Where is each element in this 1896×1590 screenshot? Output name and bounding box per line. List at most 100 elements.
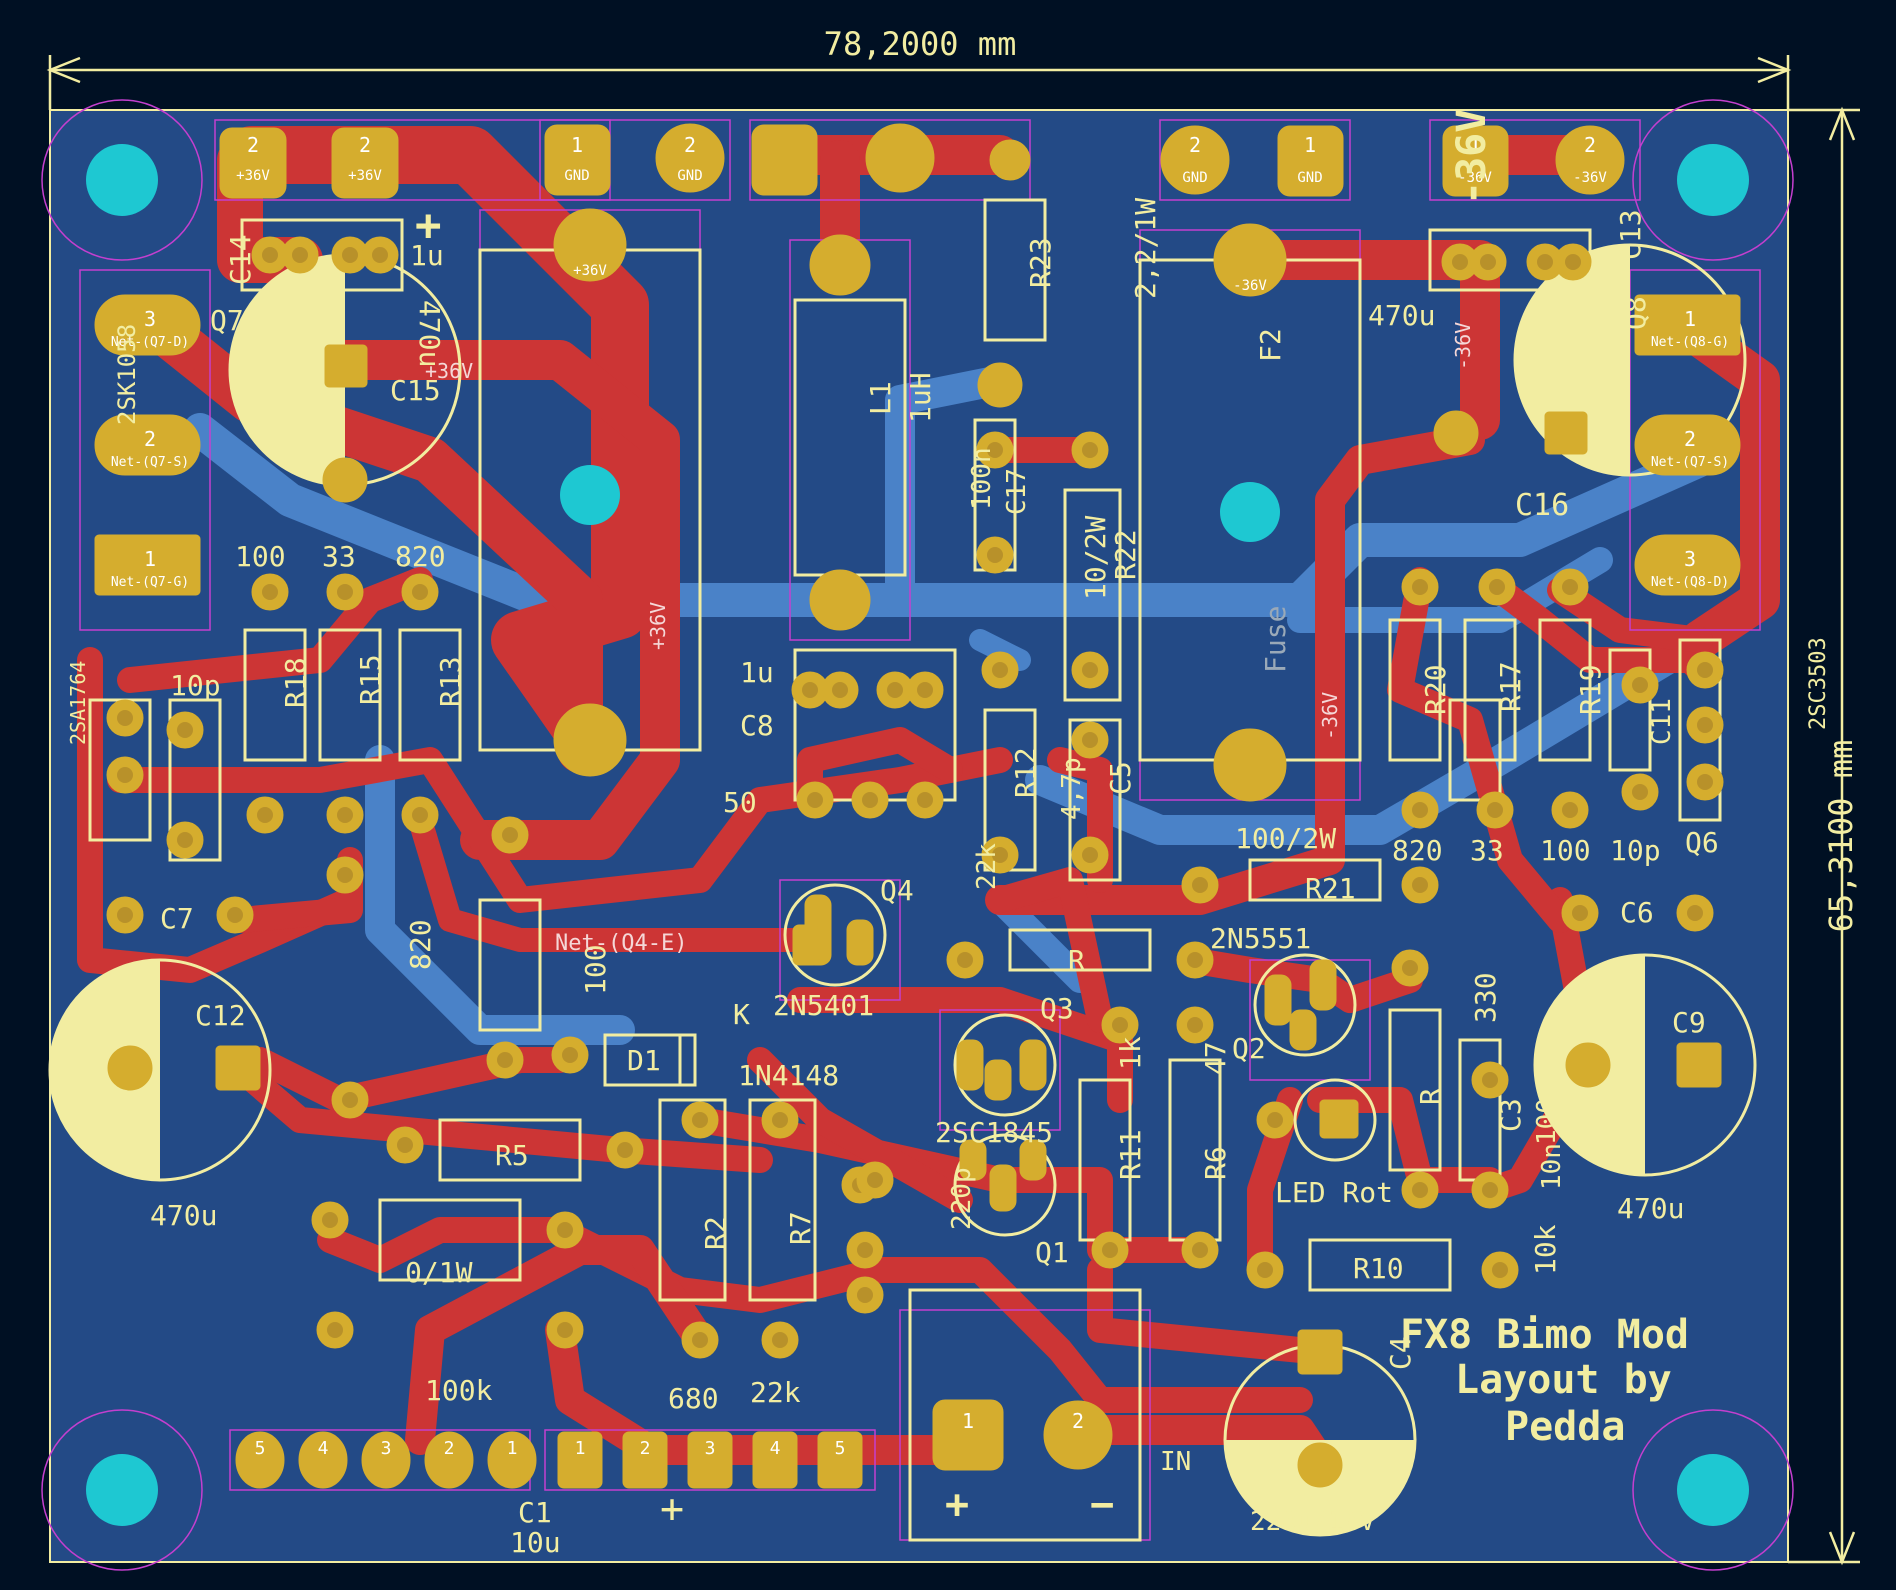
connector-l1-top[interactable]	[751, 123, 1031, 196]
connector-pin[interactable]	[361, 1431, 411, 1489]
connector-pin[interactable]	[817, 1431, 863, 1489]
drill-hole	[342, 1092, 358, 1108]
net-label-q4e: Net-(Q4-E)	[555, 931, 687, 956]
net-label-p36-a: +36V	[425, 359, 473, 383]
mounting-holes	[86, 144, 1749, 1526]
connector-gnd-2[interactable]: 2 GND 1 GND	[1160, 125, 1344, 197]
drill-hole	[227, 907, 243, 923]
connector-minus36v[interactable]: 1 -36V 2 -36V	[1442, 125, 1625, 197]
connector-pin[interactable]	[752, 1431, 798, 1489]
label-r11: R11	[1114, 1129, 1147, 1180]
drill-hole	[862, 792, 878, 808]
drill-hole	[692, 1332, 708, 1348]
connector-input[interactable]: 1 2	[932, 1399, 1113, 1471]
label-q5-part: 2SA1764	[66, 661, 90, 745]
title-line-2: Layout by	[1455, 1357, 1672, 1403]
label-c3-val: 10n	[1537, 1143, 1567, 1190]
drill-hole	[617, 1142, 633, 1158]
label-r12: R12	[1009, 747, 1042, 798]
connector-pin-number: 3	[705, 1438, 716, 1459]
pin-net: -36V	[1458, 170, 1492, 186]
connector-pin[interactable]	[687, 1431, 733, 1489]
label-r0-1w: 0/1W	[405, 1256, 473, 1289]
large-pads[interactable]: +36V -36V	[553, 208, 1287, 802]
label-r820: 820	[404, 919, 437, 970]
drill-hole	[1082, 662, 1098, 678]
pin-number: 2	[1584, 133, 1596, 157]
label-c8: C8	[740, 709, 774, 742]
label-c13: C13	[1614, 209, 1647, 260]
label-c1: C1	[518, 1496, 552, 1529]
label-r20: R20	[1419, 664, 1452, 715]
connector-pin[interactable]	[557, 1431, 603, 1489]
pad-q7d-lower	[553, 703, 627, 777]
electrolytic-pads[interactable]	[107, 344, 1722, 1488]
pin-number: 1	[571, 133, 583, 157]
label-c7: C7	[160, 902, 194, 935]
drill-hole	[1192, 1242, 1208, 1258]
label-q6-part: 2SC3503	[1806, 637, 1831, 730]
drill-hole	[1697, 662, 1713, 678]
connector-gnd-1[interactable]: 1 GND 2 GND	[544, 123, 725, 196]
drill-hole	[1487, 802, 1503, 818]
to92-pads[interactable]	[792, 894, 1359, 1212]
connector-pin[interactable]	[298, 1431, 348, 1489]
connector-pin-number: 2	[444, 1438, 455, 1459]
label-r680: 680	[668, 1382, 719, 1415]
label-c12: C12	[195, 999, 246, 1032]
svg-text:Net-(Q7-D): Net-(Q7-D)	[111, 335, 189, 350]
drill-hole	[177, 722, 193, 738]
svg-text:Net-(Q7-S): Net-(Q7-S)	[111, 455, 189, 470]
label-r330: 330	[1469, 972, 1502, 1023]
drill-hole	[292, 247, 308, 263]
drill-hole	[832, 682, 848, 698]
drill-hole	[917, 792, 933, 808]
drill-hole	[1192, 877, 1208, 893]
drill-hole	[177, 832, 193, 848]
drill-hole	[1187, 952, 1203, 968]
label-big-minus36v: -36V	[1449, 109, 1495, 205]
q7-pads[interactable]: 3 Net-(Q7-D) 2 Net-(Q7-S) 1 Net-(Q7-G)	[94, 294, 201, 596]
drill-hole	[497, 1052, 513, 1068]
small-pads[interactable]	[106, 236, 1724, 1359]
drill-hole	[1082, 732, 1098, 748]
drill-hole	[372, 247, 388, 263]
connector-pin[interactable]	[235, 1431, 285, 1489]
drill-hole	[1402, 960, 1418, 976]
label-in-minus: −	[1090, 1482, 1114, 1528]
drill-hole	[1687, 905, 1703, 921]
drill-hole	[502, 827, 518, 843]
label-q3-part: 2SC1845	[935, 1116, 1053, 1149]
label-c14: C14	[224, 234, 257, 285]
drill-hole	[807, 792, 823, 808]
net-label-m36-b: -36V	[1451, 322, 1475, 370]
connector-pin[interactable]	[487, 1431, 537, 1489]
pin-net: +36V	[236, 168, 270, 184]
label-c13-val: 470u	[1368, 299, 1435, 332]
label-c11: C11	[1647, 698, 1677, 745]
label-q1: Q1	[1035, 1236, 1069, 1269]
q8-pads[interactable]: 1 Net-(Q8-G) 2 Net-(Q7-S) 3 Net-(Q8-D)	[1634, 294, 1741, 596]
label-led: LED Rot	[1275, 1176, 1393, 1209]
pin-number: 1	[1304, 133, 1316, 157]
label-r-q3: R	[1068, 944, 1085, 977]
drill-hole	[337, 867, 353, 883]
label-r12-val: 22k	[972, 843, 1002, 890]
drill-hole	[117, 907, 133, 923]
label-r820b: 820	[1392, 834, 1443, 867]
connector-pin[interactable]	[424, 1431, 474, 1489]
drill-hole	[1537, 254, 1553, 270]
connector-pin[interactable]	[622, 1431, 668, 1489]
connector-pin-number: 4	[318, 1438, 329, 1459]
label-r23: R23	[1024, 237, 1057, 288]
drill-hole	[1412, 802, 1428, 818]
drill-hole	[987, 442, 1003, 458]
label-c4-val: 220u/16V	[1250, 1507, 1375, 1537]
connector-plus36v[interactable]: 2 +36V 2 +36V	[219, 127, 399, 199]
label-r-100: 100	[235, 540, 286, 573]
pin-net: GND	[1297, 170, 1322, 186]
drill-hole	[1482, 1182, 1498, 1198]
